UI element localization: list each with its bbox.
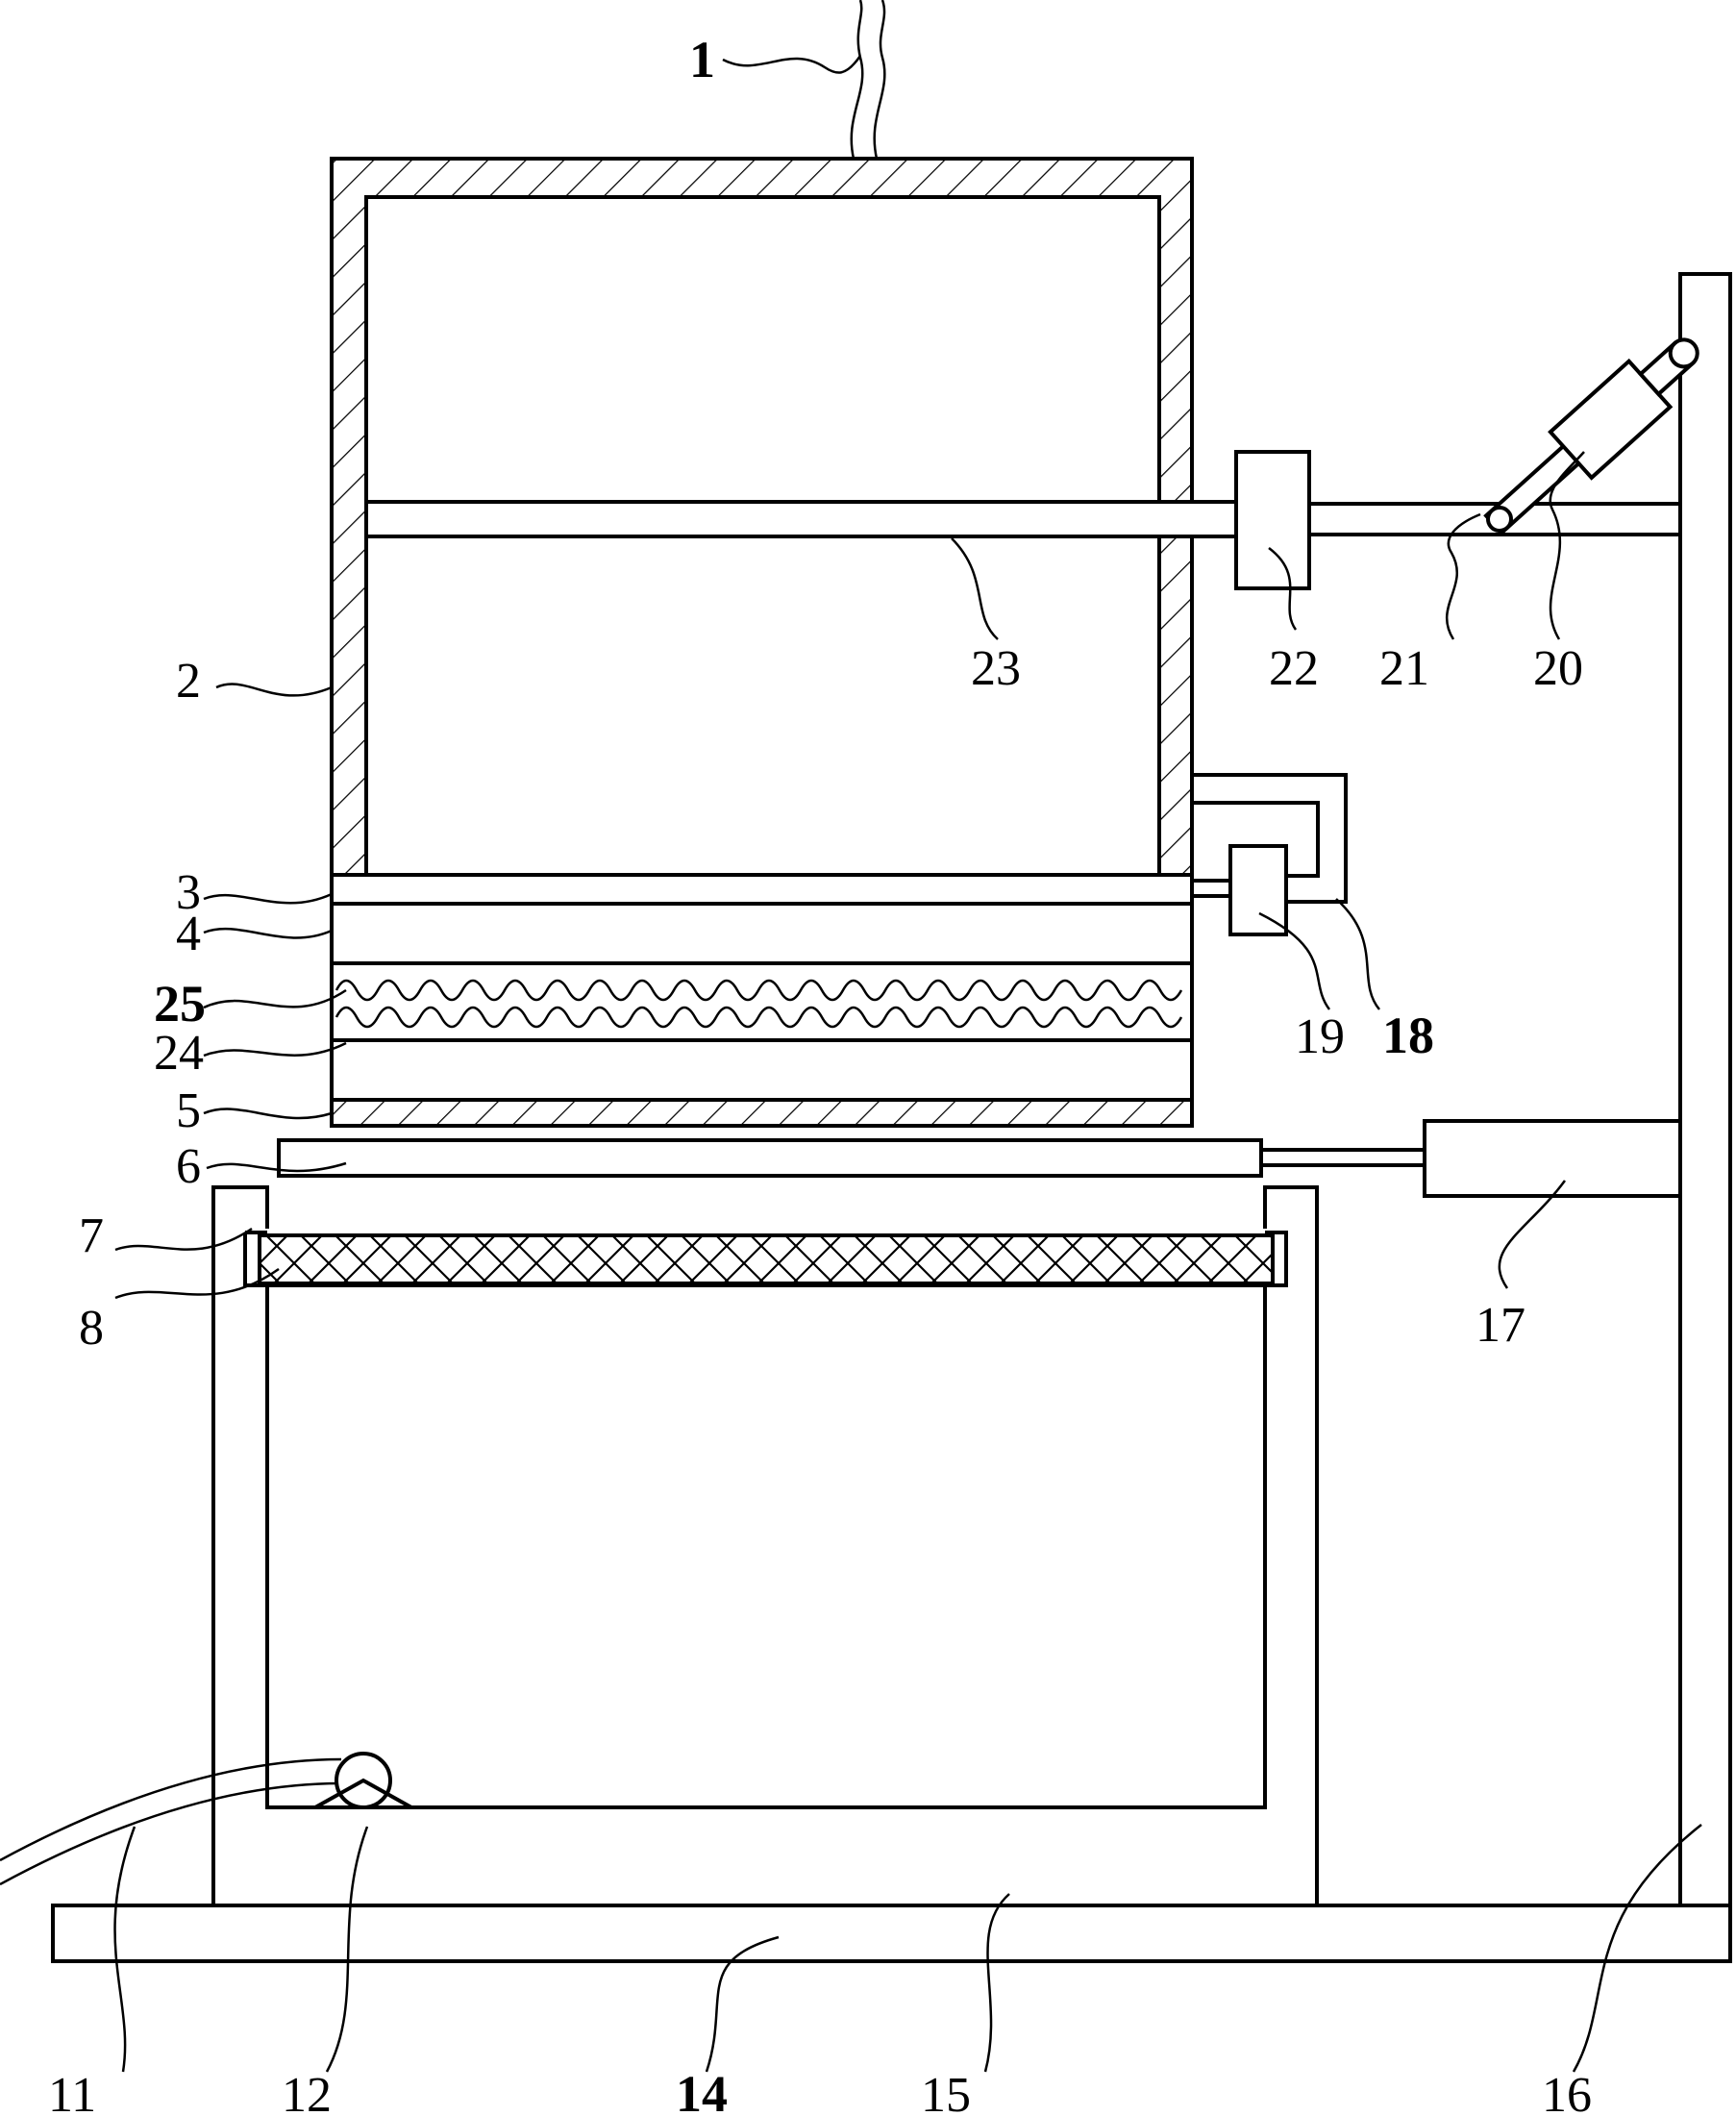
- label-22: 22: [1269, 641, 1319, 696]
- sliding-plate: [277, 1138, 1263, 1178]
- label-25: 25: [154, 975, 206, 1033]
- pump-19: [1228, 844, 1288, 936]
- inlet-pipe: [0, 1757, 342, 1886]
- label-4: 4: [176, 907, 201, 961]
- shaft-23: [364, 500, 1239, 538]
- bearing-block: [1234, 450, 1311, 590]
- spring-wave-bottom: [335, 1006, 1183, 1029]
- spring-wave-top: [335, 979, 1183, 1002]
- label-1: 1: [689, 31, 715, 88]
- label-21: 21: [1379, 641, 1429, 696]
- label-3: 3: [176, 865, 201, 920]
- filter-screen: [258, 1233, 1275, 1285]
- motor: [1483, 337, 1699, 536]
- label-15: 15: [921, 2068, 971, 2116]
- label-19: 19: [1295, 1009, 1345, 1064]
- bottom-plate-5: [330, 1098, 1194, 1128]
- label-2: 2: [176, 654, 201, 709]
- collection-tank: [211, 1185, 1319, 1905]
- label-24: 24: [154, 1026, 204, 1081]
- label-14: 14: [676, 2065, 728, 2116]
- vertical-support: [1678, 272, 1732, 1907]
- pump-stand: [314, 1778, 412, 1809]
- label-6: 6: [176, 1139, 201, 1194]
- pipe-18: [1192, 773, 1348, 904]
- label-7: 7: [79, 1208, 104, 1263]
- filter-support: [243, 1231, 1288, 1287]
- label-16: 16: [1542, 2068, 1592, 2116]
- label-23: 23: [971, 641, 1021, 696]
- label-18: 18: [1382, 1007, 1434, 1064]
- plate-3: [330, 873, 1194, 906]
- layer-24: [330, 1038, 1194, 1102]
- layer-4: [330, 902, 1194, 965]
- push-rod: [1259, 1148, 1426, 1167]
- rope: [850, 0, 886, 160]
- base-plate: [51, 1904, 1732, 1963]
- label-12: 12: [282, 2068, 332, 2116]
- cylinder: [1423, 1119, 1682, 1198]
- label-17: 17: [1476, 1298, 1525, 1353]
- leader-lines: [113, 55, 1702, 2073]
- label-11: 11: [48, 2068, 96, 2116]
- spring-layer-25: [330, 961, 1194, 1042]
- label-8: 8: [79, 1301, 104, 1356]
- label-5: 5: [176, 1083, 201, 1138]
- label-20: 20: [1533, 641, 1583, 696]
